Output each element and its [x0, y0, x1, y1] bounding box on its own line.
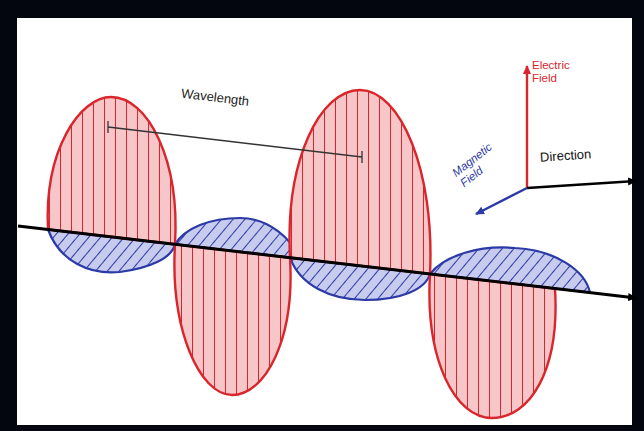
- axes-symbol: [476, 66, 636, 214]
- wavelength-bracket: [108, 121, 362, 163]
- electric-field-label: Electric Field: [532, 59, 578, 84]
- propagation-axis: [18, 226, 636, 298]
- electric-lobes: [48, 90, 556, 418]
